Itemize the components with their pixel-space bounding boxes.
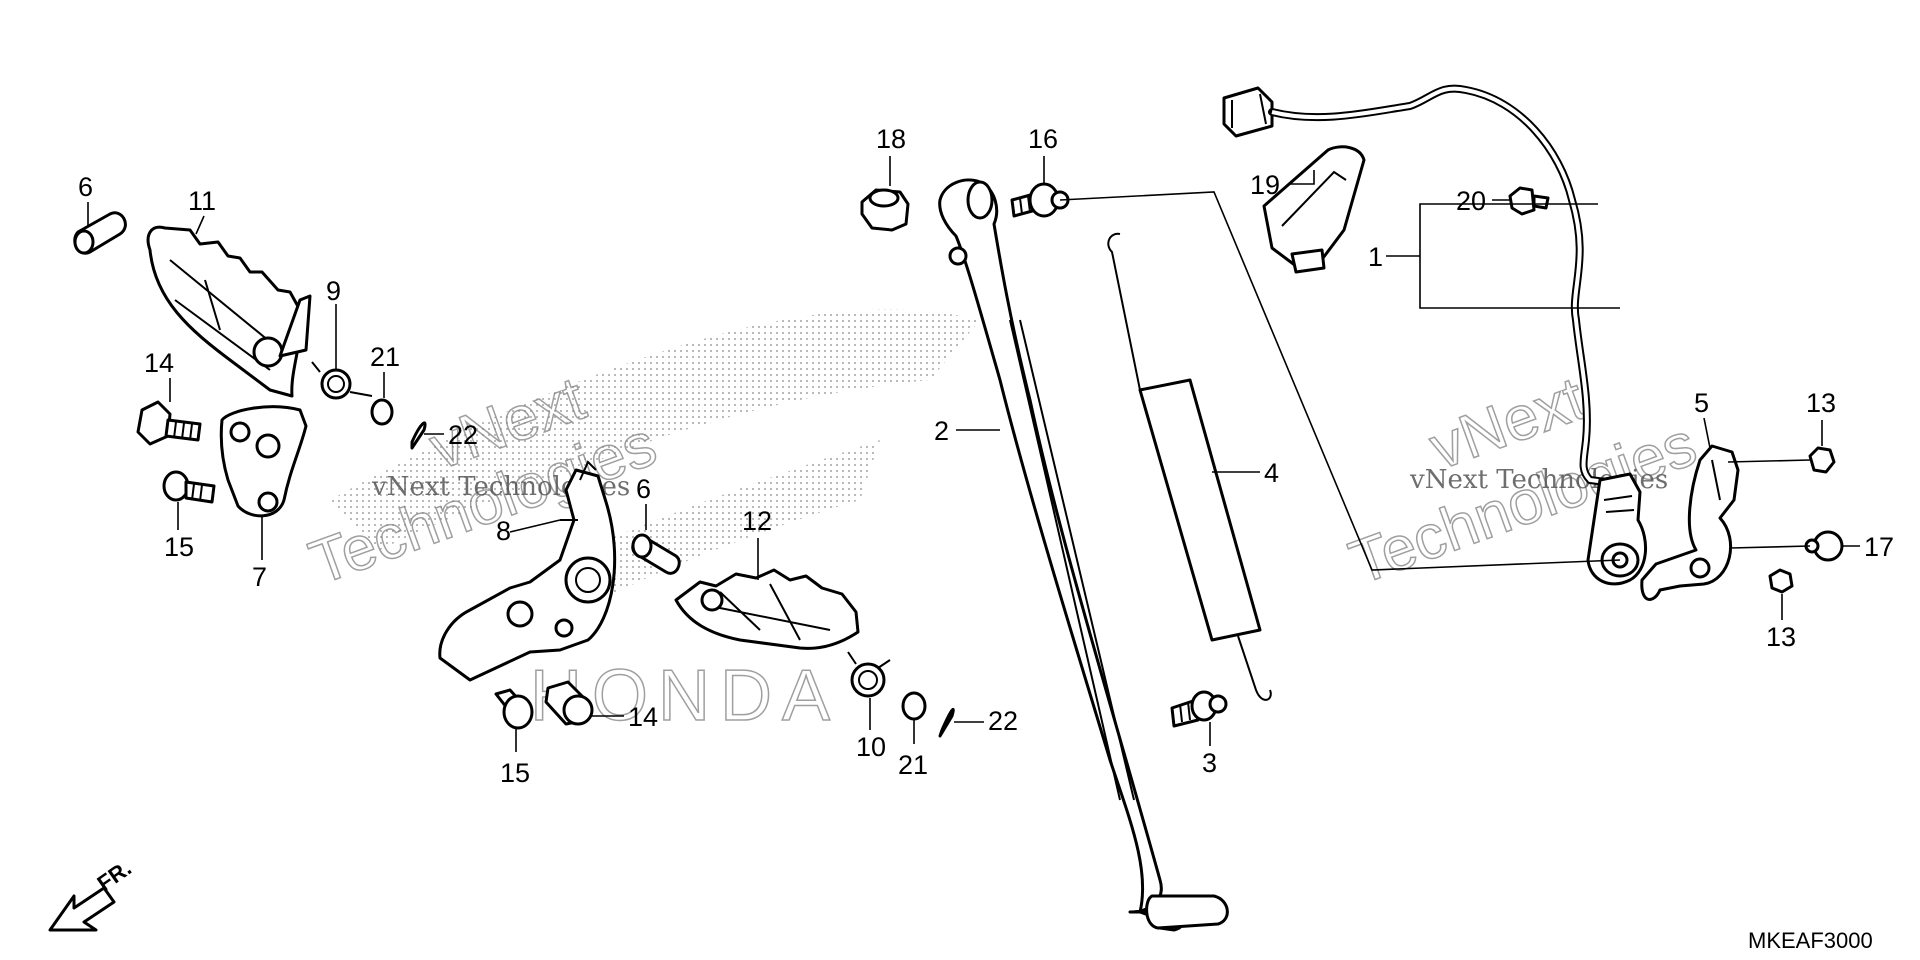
front-direction-indicator: FR. bbox=[48, 855, 136, 932]
callout-18: 18 bbox=[876, 124, 906, 154]
nut-17 bbox=[1804, 530, 1844, 562]
bracket-8 bbox=[438, 460, 617, 682]
washer-21-left bbox=[370, 398, 394, 426]
callout-20: 20 bbox=[1456, 186, 1486, 216]
callout-22: 22 bbox=[988, 706, 1018, 736]
callout-21: 21 bbox=[898, 750, 928, 780]
callout-11: 11 bbox=[188, 186, 216, 216]
callout-12: 12 bbox=[742, 506, 772, 536]
bolt-14-center bbox=[544, 680, 594, 726]
pin-6-left bbox=[73, 211, 127, 255]
callout-4: 4 bbox=[1264, 458, 1279, 488]
callout-5: 5 bbox=[1694, 388, 1709, 418]
bolt-16 bbox=[1010, 182, 1070, 218]
side-stand-switch-1 bbox=[1586, 472, 1648, 586]
callout-14: 14 bbox=[628, 702, 658, 732]
callout-15: 15 bbox=[500, 758, 530, 788]
clip-20 bbox=[1508, 186, 1550, 216]
callout-16: 16 bbox=[1028, 124, 1058, 154]
callout-14: 14 bbox=[144, 348, 174, 378]
bolt-13-top bbox=[1808, 446, 1836, 474]
callout-8: 8 bbox=[496, 516, 511, 546]
leader-lines bbox=[87, 156, 1860, 752]
bolt-15-left bbox=[162, 470, 216, 504]
callout-10: 10 bbox=[856, 732, 886, 762]
spring-9 bbox=[311, 361, 373, 400]
plate-5 bbox=[1640, 444, 1740, 601]
wire-harness-1-inner bbox=[1271, 86, 1607, 484]
callout-3: 3 bbox=[1202, 748, 1217, 778]
pin-3 bbox=[1170, 690, 1228, 728]
callout-2: 2 bbox=[934, 416, 949, 446]
callout-6: 6 bbox=[636, 474, 651, 504]
callout-1: 1 bbox=[1368, 242, 1383, 272]
pin-6-center bbox=[631, 533, 681, 575]
arrow-front-icon bbox=[48, 886, 116, 932]
cotter-pin-22-center bbox=[938, 708, 955, 738]
callout-17: 17 bbox=[1864, 532, 1894, 562]
connector-1 bbox=[1222, 86, 1274, 138]
diagram-code: MKEAF3000 bbox=[1748, 928, 1873, 953]
callout-9: 9 bbox=[326, 276, 341, 306]
footpeg-12 bbox=[674, 568, 860, 650]
callout-13: 13 bbox=[1806, 388, 1836, 418]
cover-19 bbox=[1262, 145, 1366, 274]
washer-21-center bbox=[901, 691, 927, 721]
watermark-right: vNext Technologies vNext Technologies bbox=[1340, 363, 1705, 599]
callout-15: 15 bbox=[164, 532, 194, 562]
spring-10 bbox=[847, 651, 891, 698]
callout-21: 21 bbox=[370, 342, 400, 372]
callout-13: 13 bbox=[1766, 622, 1796, 652]
bracket-7 bbox=[219, 405, 308, 518]
callout-6: 6 bbox=[78, 172, 93, 202]
callout-19: 19 bbox=[1250, 170, 1280, 200]
footpeg-11 bbox=[146, 225, 312, 398]
bolt-13-bottom bbox=[1768, 568, 1794, 594]
bolt-15-center bbox=[494, 688, 534, 730]
callout-7: 7 bbox=[252, 562, 267, 592]
cotter-pin-22-left bbox=[410, 421, 427, 450]
nut-18 bbox=[860, 188, 910, 232]
callout-22: 22 bbox=[448, 420, 478, 450]
callout-labels: 6 11 9 21 22 14 15 7 8 6 12 15 14 10 21 … bbox=[78, 124, 1894, 788]
side-stand-2 bbox=[938, 178, 1229, 932]
honda-wing-watermark-icon: HONDA bbox=[330, 309, 980, 737]
bolt-14-left bbox=[136, 400, 202, 446]
spring-4 bbox=[1107, 232, 1272, 701]
